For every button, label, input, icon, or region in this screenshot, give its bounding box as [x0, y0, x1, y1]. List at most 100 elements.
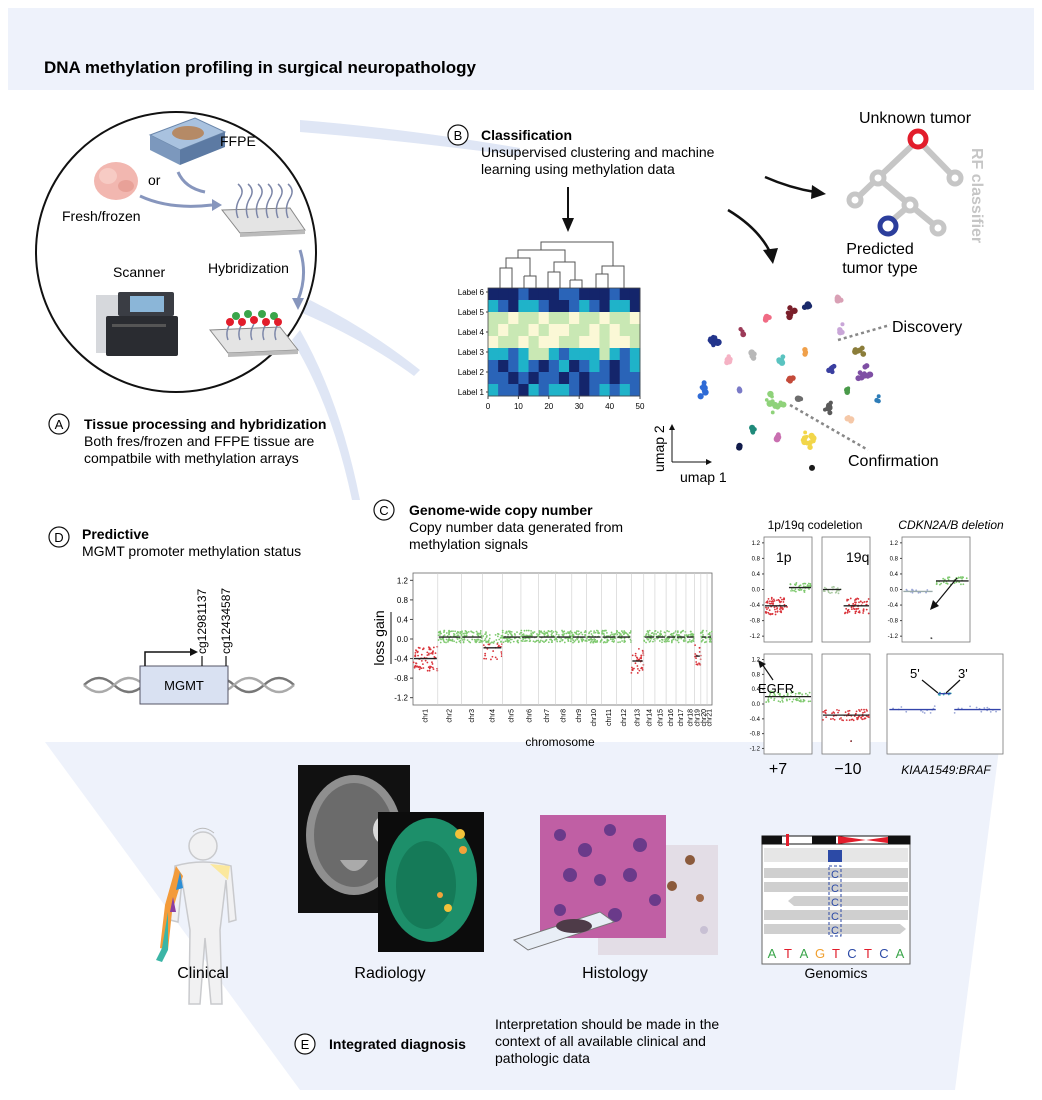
- mini-probe-point: [955, 581, 958, 584]
- mini-probe-point: [858, 601, 860, 604]
- cnv-probe-point: [611, 640, 614, 643]
- mini-probe-point: [846, 598, 849, 601]
- mini-probe-point: [800, 700, 802, 703]
- heatmap-cell: [518, 360, 529, 373]
- umap-point: [827, 410, 833, 416]
- cnv-probe-point: [629, 638, 632, 641]
- cnv-probe-point: [571, 634, 574, 637]
- mini-probe-point: [965, 577, 968, 580]
- mini-probe-point: [854, 610, 857, 613]
- cnv-probe-point: [450, 630, 453, 633]
- cnv-probe-point: [473, 638, 476, 641]
- heatmap-col-label: 10: [514, 402, 523, 411]
- cnv-probe-point: [647, 638, 650, 641]
- cnv-probe-point: [511, 634, 513, 637]
- mini-probe-point: [836, 708, 838, 711]
- heatmap-cell: [619, 312, 631, 325]
- mini-probe-point: [823, 590, 826, 593]
- cnv-probe-point: [485, 631, 487, 634]
- panel-c-desc-1: Copy number data generated from: [409, 519, 623, 535]
- cnv-probe-point: [475, 630, 478, 633]
- heatmap-cell: [609, 324, 621, 337]
- mini-probe-point: [862, 612, 864, 614]
- cnv-probe-point: [609, 638, 612, 641]
- cnv-probe-point: [516, 640, 519, 642]
- cnv-probe-point: [603, 640, 606, 643]
- cnv-probe-point: [560, 637, 563, 640]
- cnv-probe-point: [638, 669, 641, 672]
- panel-b-letter-circle: [447, 124, 469, 146]
- cnv-probe-point: [694, 644, 696, 647]
- heatmap-cell: [488, 384, 499, 397]
- cnv-probe-point: [710, 630, 713, 633]
- confirmation-label: Confirmation: [848, 453, 939, 470]
- mini-probe-point: [915, 589, 918, 592]
- umap-point: [750, 355, 757, 361]
- cnv-probe-point: [428, 669, 431, 672]
- heatmap-cell: [498, 324, 509, 337]
- umap-point: [748, 349, 756, 357]
- cnv-probe-point: [623, 630, 626, 632]
- panel-e: Clinical Radiology: [156, 765, 911, 1066]
- cnv-probe-point: [705, 640, 708, 643]
- cnv-probe-point: [475, 640, 478, 643]
- cnv-probe-point: [656, 631, 659, 634]
- cnv-probe-point: [638, 647, 640, 650]
- cnv-probe-point: [634, 654, 637, 657]
- umap-point: [701, 380, 707, 386]
- cnv-ytick-label: 0.0: [397, 635, 409, 644]
- mini-probe-point: [765, 606, 767, 609]
- cnv-probe-point: [455, 641, 458, 644]
- heatmap-cell: [548, 372, 560, 385]
- cdkn-title: CDKN2A/B deletion: [898, 518, 1004, 532]
- umap-point: [787, 311, 794, 318]
- clinical-body-icon: [156, 827, 237, 1005]
- cnv-probe-point: [434, 652, 437, 655]
- mini-probe-point: [859, 600, 862, 603]
- heatmap-cell: [609, 372, 621, 385]
- cnv-probe-point: [571, 637, 574, 640]
- umap-point: [809, 466, 814, 471]
- mini-probe-point: [774, 613, 777, 616]
- cnv-probe-point: [461, 639, 464, 641]
- cnv-ytick-label: -0.4: [394, 655, 408, 664]
- mini-ytick-label: 1.2: [752, 658, 761, 664]
- heatmap-cell: [508, 384, 519, 397]
- mini-probe-point: [942, 581, 945, 584]
- cnv-probe-point: [477, 638, 480, 641]
- heatmap-cell: [579, 324, 590, 337]
- heatmap-cell: [548, 384, 560, 397]
- cnv-probe-point: [617, 631, 620, 634]
- umap-point: [701, 388, 707, 393]
- heatmap-cell: [599, 336, 610, 349]
- heatmap-cell: [488, 372, 499, 385]
- rf-node-inner-4: [901, 196, 919, 214]
- cnv-probe-point: [530, 633, 533, 636]
- mini-probe-point: [867, 612, 870, 615]
- cnv-probe-point: [510, 638, 513, 641]
- mini-probe-point: [840, 717, 842, 719]
- mini-probe-point: [798, 697, 801, 699]
- cnv-probe-point: [650, 632, 653, 635]
- genomics-read-base: C: [831, 911, 839, 923]
- heatmap-cell: [538, 312, 550, 325]
- cnv-probe-point: [495, 639, 498, 641]
- cnv-probe-point: [708, 633, 711, 635]
- mini-probe-point: [921, 711, 924, 713]
- heatmap-cell: [508, 312, 519, 325]
- cnv-probe-point: [420, 660, 423, 662]
- cnv-probe-point: [569, 630, 572, 633]
- cnv-probe-point: [695, 657, 697, 660]
- cnv-probe-point: [648, 629, 651, 632]
- cnv-probe-point: [561, 639, 564, 641]
- mini-probe-point: [911, 591, 914, 594]
- heatmap-cell: [579, 348, 590, 361]
- mini-probe-point: [785, 698, 788, 701]
- rf-classifier-tree: [852, 137, 958, 231]
- heatmap-cell: [508, 300, 519, 313]
- heatmap-cell: [629, 324, 641, 337]
- cnv-probe-point: [496, 635, 499, 638]
- scanner-label: Scanner: [113, 264, 165, 280]
- cnv-probe-point: [513, 637, 516, 640]
- heatmap-cell: [508, 360, 519, 373]
